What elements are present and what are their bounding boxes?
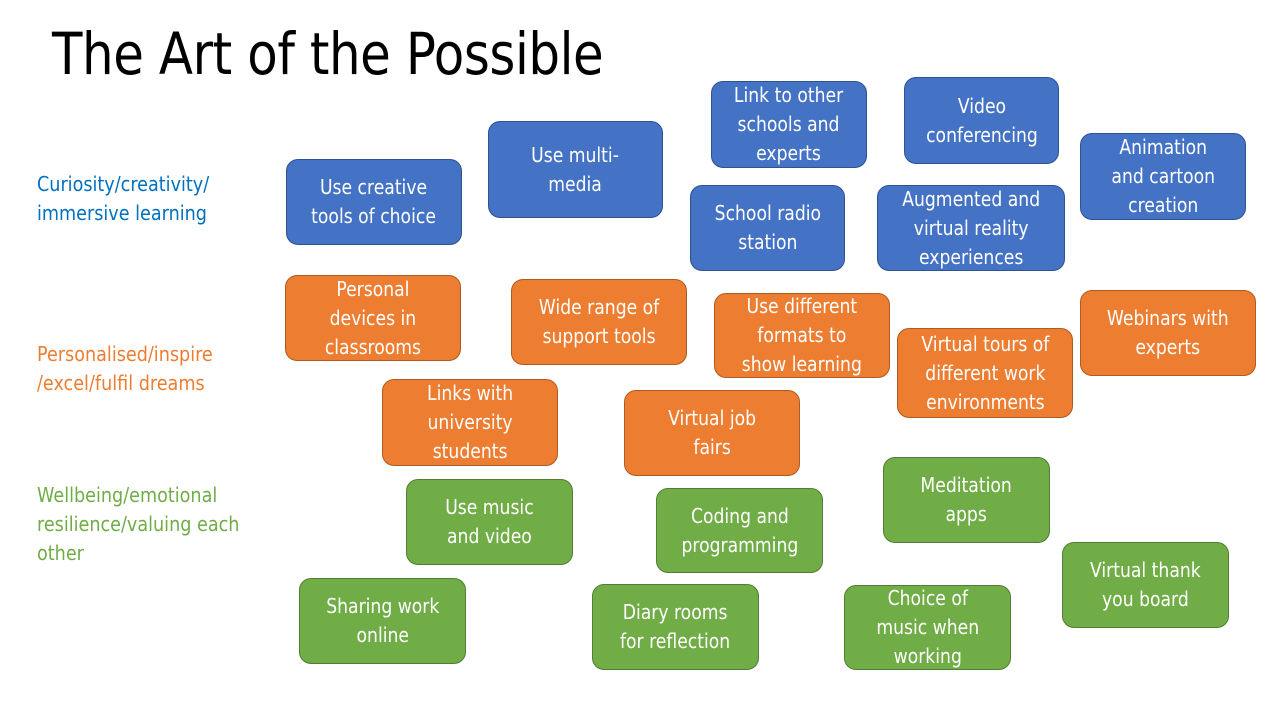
card-text: Video conferencing <box>925 93 1038 147</box>
card-text: Augmented and virtual reality experience… <box>902 186 1040 269</box>
card-text: Virtual tours of different work environm… <box>921 331 1049 414</box>
card-sharing-work-online: Sharing work online <box>299 578 466 664</box>
card-text: Coding and programming <box>681 503 798 557</box>
card-text: Use multi- media <box>531 142 620 196</box>
card-text: Diary rooms for reflection <box>620 600 731 653</box>
card-text: Virtual job fairs <box>668 406 756 459</box>
card-wide-range-support-tools: Wide range of support tools <box>511 279 687 365</box>
category-label-curiosity: Curiosity/creativity/ immersive learning <box>37 172 210 225</box>
card-use-multimedia: Use multi- media <box>488 121 663 218</box>
card-school-radio: School radio station <box>690 185 845 271</box>
card-augmented-virtual-reality: Augmented and virtual reality experience… <box>877 185 1065 271</box>
card-text: Webinars with experts <box>1107 306 1229 359</box>
card-text: Link to other schools and experts <box>734 83 844 165</box>
card-text: Links with university students <box>426 381 514 463</box>
card-text: Personal devices in classrooms <box>324 276 422 359</box>
card-text: Use creative tools of choice <box>311 175 437 228</box>
card-choice-of-music: Choice of music when working <box>844 585 1011 670</box>
card-text: Meditation apps <box>920 473 1013 526</box>
card-text: Wide range of support tools <box>538 295 660 348</box>
slide-title: The Art of the Possible <box>52 20 604 88</box>
card-virtual-job-fairs: Virtual job fairs <box>624 390 800 476</box>
card-use-creative-tools: Use creative tools of choice <box>286 159 462 245</box>
card-video-conferencing: Video conferencing <box>904 77 1059 164</box>
card-text: Use different formats to show learning <box>741 294 863 376</box>
card-animation-cartoon: Animation and cartoon creation <box>1080 133 1246 220</box>
card-text: Choice of music when working <box>876 586 979 668</box>
card-meditation-apps: Meditation apps <box>883 457 1050 543</box>
card-diary-rooms: Diary rooms for reflection <box>592 584 759 670</box>
card-use-different-formats: Use different formats to show learning <box>714 293 890 378</box>
category-label-personalised: Personalised/inspire /excel/fulfil dream… <box>37 342 213 395</box>
card-webinars-experts: Webinars with experts <box>1080 290 1256 376</box>
card-links-university-students: Links with university students <box>382 379 558 466</box>
card-coding-programming: Coding and programming <box>656 488 823 573</box>
category-label-wellbeing: Wellbeing/emotional resilience/valuing e… <box>37 483 240 565</box>
card-virtual-tours: Virtual tours of different work environm… <box>897 328 1073 418</box>
card-text: Animation and cartoon creation <box>1111 135 1215 217</box>
card-text: Virtual thank you board <box>1090 558 1201 611</box>
card-link-other-schools: Link to other schools and experts <box>711 81 867 168</box>
card-personal-devices: Personal devices in classrooms <box>285 275 461 361</box>
card-text: School radio station <box>714 201 821 254</box>
card-virtual-thank-you-board: Virtual thank you board <box>1062 542 1229 628</box>
card-use-music-video: Use music and video <box>406 479 573 565</box>
card-text: Use music and video <box>445 495 534 548</box>
card-text: Sharing work online <box>325 594 440 647</box>
